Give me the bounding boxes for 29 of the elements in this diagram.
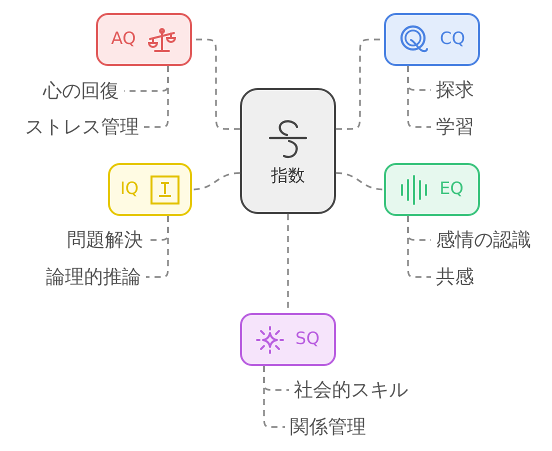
central-box xyxy=(240,88,336,214)
dashed-connector xyxy=(192,172,240,190)
dashed-connector xyxy=(263,366,285,428)
subtopic-label: 共感 xyxy=(436,265,474,289)
dashed-connector xyxy=(146,216,169,278)
topic-label: EQ xyxy=(439,179,464,200)
subtopic-label: 問題解決 xyxy=(67,228,143,252)
topic-box xyxy=(96,13,192,66)
topic-box xyxy=(108,163,192,216)
topic-box xyxy=(384,163,480,216)
dashed-connector xyxy=(407,66,431,128)
subtopic-label: ストレス管理 xyxy=(25,115,139,139)
subtopic-label: 関係管理 xyxy=(290,415,366,439)
topic-label: SQ xyxy=(295,329,320,350)
subtopic-label: 学習 xyxy=(436,115,474,139)
subtopic-label: 感情の認識 xyxy=(436,228,531,252)
topic-label: IQ xyxy=(120,179,139,200)
topic-box xyxy=(384,13,480,66)
subtopic-label: 探求 xyxy=(436,78,474,102)
dashed-connector xyxy=(144,66,169,128)
dashed-connector xyxy=(336,172,384,190)
dashed-connector xyxy=(407,216,431,278)
subtopic-label: 社会的スキル xyxy=(294,378,408,402)
subtopic-label: 論理的推論 xyxy=(46,265,141,289)
topic-label: CQ xyxy=(440,29,466,50)
topic-label: AQ xyxy=(111,29,136,50)
central-label: 指数 xyxy=(271,166,305,186)
topic-box xyxy=(240,313,336,366)
subtopic-label: 心の回復 xyxy=(43,79,119,103)
